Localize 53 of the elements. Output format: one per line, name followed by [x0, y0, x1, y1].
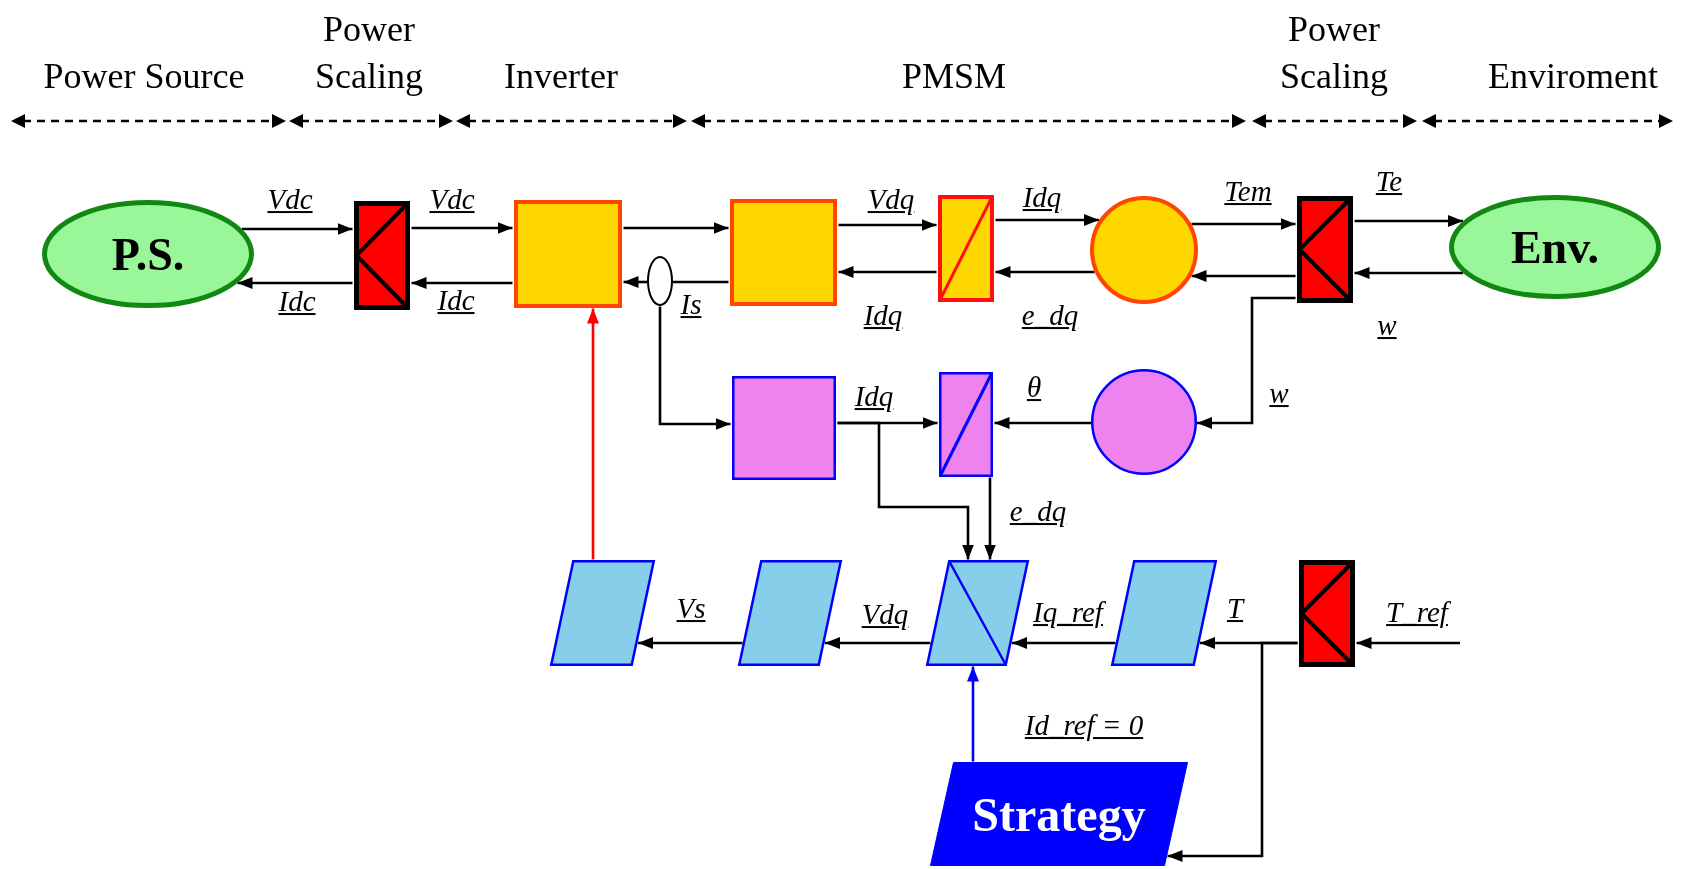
power-scaling-block [354, 201, 410, 310]
arrow [623, 276, 647, 288]
arrow [638, 637, 743, 649]
arrow [838, 219, 937, 231]
inverter-block [514, 200, 622, 308]
arrow [995, 214, 1099, 226]
power-scaling-block [1299, 560, 1355, 667]
arrow [1012, 637, 1116, 649]
node-label: Env. [1510, 220, 1600, 274]
control-parallelogram [1111, 560, 1217, 666]
arrow [623, 222, 729, 234]
arrow [984, 477, 996, 560]
current-sensor-ellipse [647, 256, 673, 306]
arrow [1354, 215, 1463, 227]
arrow [1191, 270, 1296, 282]
arrow [411, 222, 513, 234]
power-scaling-block [1297, 196, 1353, 303]
section-label: Power Scaling [1279, 8, 1389, 99]
transformation-block [939, 372, 993, 477]
strategy-parallelogram [930, 762, 1188, 866]
conversion-block [938, 195, 994, 302]
estimation-circle [1091, 369, 1197, 475]
arrow [242, 223, 353, 235]
arrow [237, 277, 353, 289]
node-label: Strategy [972, 786, 1146, 842]
arrow [837, 421, 974, 560]
section-label: Power Source [43, 55, 245, 99]
arrow [1191, 218, 1296, 230]
section-label: Power Scaling [314, 8, 424, 99]
arrow [1356, 637, 1460, 649]
arrow [587, 308, 599, 560]
arrow [411, 277, 513, 289]
node-label: P.S. [111, 227, 185, 281]
section-label: Inverter [504, 55, 618, 99]
environment-ellipse [1449, 195, 1661, 299]
arrow [825, 637, 931, 649]
arrow [1167, 641, 1298, 862]
arrow [994, 417, 1091, 429]
accumulation-block [730, 199, 837, 306]
arrow [838, 266, 937, 278]
control-parallelogram [550, 560, 655, 666]
conversion-circle [1090, 196, 1198, 304]
coupling-parallelogram [926, 560, 1029, 666]
estimation-block [732, 376, 836, 480]
arrow [658, 306, 731, 430]
arrow [1197, 296, 1296, 429]
control-parallelogram [738, 560, 842, 666]
source-ellipse [42, 200, 254, 308]
arrow [1354, 267, 1463, 279]
arrow [995, 266, 1095, 278]
section-label: Enviroment [1488, 55, 1658, 99]
arrow [967, 666, 979, 762]
section-label: PMSM [901, 55, 1007, 99]
